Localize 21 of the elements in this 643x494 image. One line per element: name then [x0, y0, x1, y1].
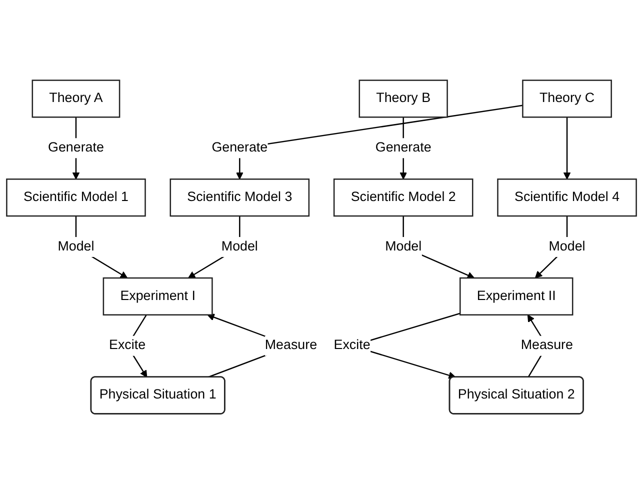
edge-label: Generate — [48, 140, 104, 155]
node-box: Theory B — [358, 80, 448, 118]
node-box: Scientific Model 3 — [170, 178, 310, 217]
node-box: Scientific Model 4 — [497, 178, 637, 217]
node-box: Scientific Model 1 — [6, 178, 146, 217]
node-box: Theory A — [32, 80, 120, 118]
edge-label: Measure — [264, 338, 318, 353]
edge-label: Generate — [212, 140, 268, 155]
edge-label: Generate — [375, 140, 432, 155]
edge-label: Measure — [520, 338, 573, 353]
edge-label: Model — [58, 239, 94, 254]
node-box: Theory C — [522, 80, 612, 118]
arrow — [563, 117, 571, 180]
edge-label: Excite — [334, 338, 370, 353]
node-box: Experiment I — [102, 277, 213, 316]
edge-label: Excite — [109, 338, 146, 353]
edge-label: Model — [548, 239, 586, 254]
edge-label: Model — [385, 239, 422, 254]
edge-label: Model — [221, 239, 258, 254]
node-box: Scientific Model 2 — [333, 178, 474, 217]
node-box: Experiment II — [460, 277, 574, 316]
